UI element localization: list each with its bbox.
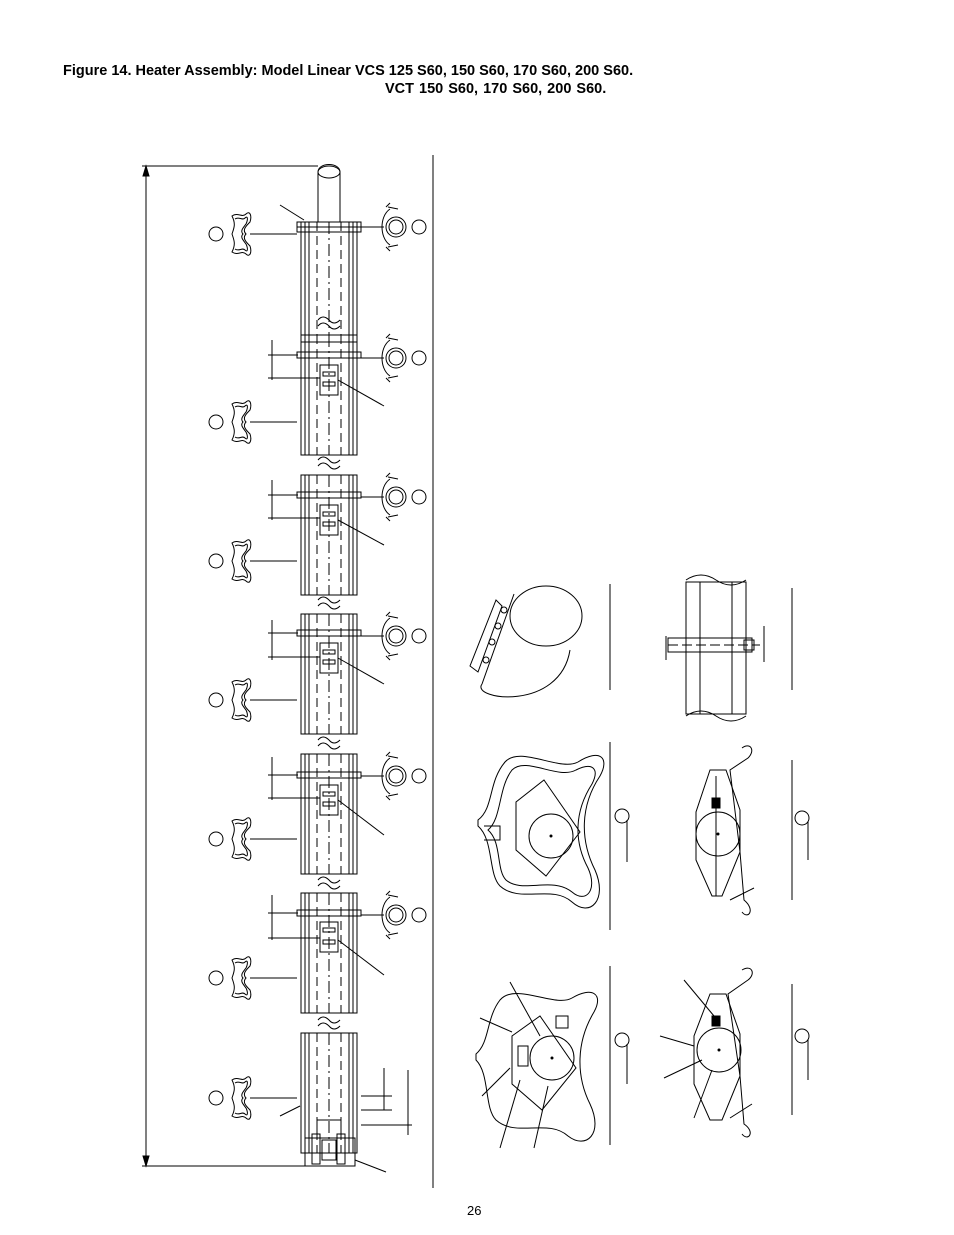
spacing-dimensions [268,205,412,1172]
right-brackets [361,202,426,940]
figure-subtitle: VCT 150 S60, 170 S60, 200 S60. [385,81,607,97]
figure-title: Figure 14. Heater Assembly: Model Linear… [63,63,634,79]
flue-pipe-top [318,165,340,223]
heater-column [297,221,361,1166]
overall-dimension-line [142,166,318,1166]
detail-views [470,575,809,1148]
page-number: 26 [467,1203,482,1218]
left-brackets [209,212,297,1120]
